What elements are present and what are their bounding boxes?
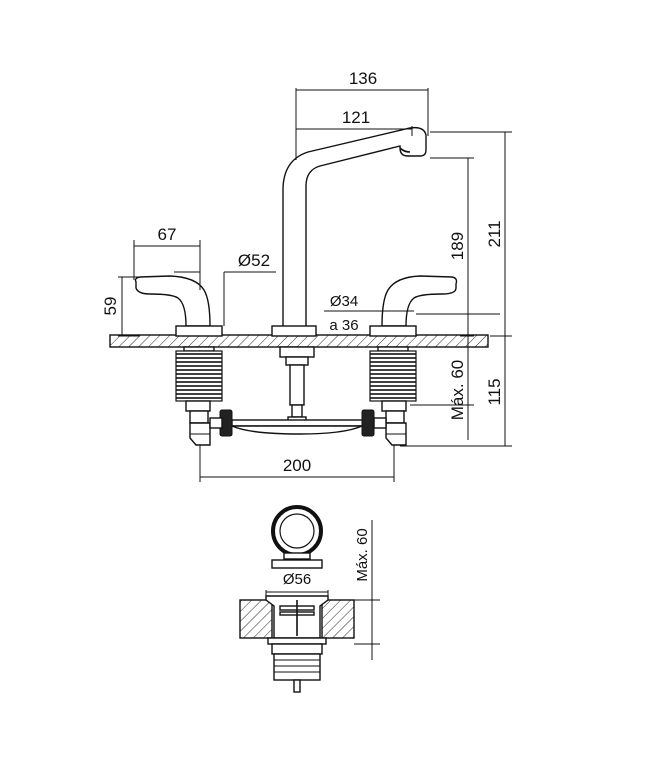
dim-136-label: 136 xyxy=(349,69,377,88)
right-valve xyxy=(369,275,458,446)
drain-view: Ø56 Máx. 60 xyxy=(239,505,380,693)
dim-211: 211 xyxy=(430,131,512,337)
left-valve xyxy=(134,275,223,446)
faucet-elevation-view: 136 121 211 189 67 xyxy=(101,69,512,482)
basin-section-left xyxy=(239,599,273,639)
dim-115: 115 xyxy=(400,336,512,447)
dim-diameter-56: Ø56 xyxy=(265,571,329,596)
dim-211-label: 211 xyxy=(485,220,504,247)
dim-67-label: 67 xyxy=(158,225,177,244)
dim-max-60-label: Máx. 60 xyxy=(448,360,467,420)
dim-59-label: 59 xyxy=(101,297,120,316)
dim-189: 189 xyxy=(430,157,474,336)
dim-max-60: Máx. 60 xyxy=(410,335,474,440)
dim-200: 200 xyxy=(199,445,395,482)
dim-67: 67 xyxy=(133,225,201,290)
manifold xyxy=(209,409,387,437)
dim-59: 59 xyxy=(101,276,140,337)
drain-cap xyxy=(271,505,323,569)
dim-hole-range-label: a 36 xyxy=(329,317,358,334)
drain-body xyxy=(265,595,329,693)
dim-115-label: 115 xyxy=(485,378,504,405)
dim-drain-max-60: Máx. 60 xyxy=(354,520,380,660)
dim-diameter-34-label: Ø34 xyxy=(330,293,358,310)
basin-section-right xyxy=(321,599,355,639)
dim-136: 136 xyxy=(295,69,429,160)
dim-diameter-52: Ø52 xyxy=(174,251,276,326)
dim-200-label: 200 xyxy=(283,456,311,475)
dim-drain-max-60-label: Máx. 60 xyxy=(354,528,371,581)
dim-diameter-52-label: Ø52 xyxy=(238,251,270,270)
right-valve-body xyxy=(369,350,417,402)
counter-top xyxy=(109,334,489,348)
dim-189-label: 189 xyxy=(448,232,467,260)
dim-121-label: 121 xyxy=(342,108,370,127)
dim-diameter-56-label: Ø56 xyxy=(283,571,311,588)
spout xyxy=(271,126,427,337)
dim-diameter-34: Ø34 a 36 xyxy=(324,293,500,334)
left-valve-body xyxy=(175,350,223,402)
dim-121: 121 xyxy=(296,108,413,136)
